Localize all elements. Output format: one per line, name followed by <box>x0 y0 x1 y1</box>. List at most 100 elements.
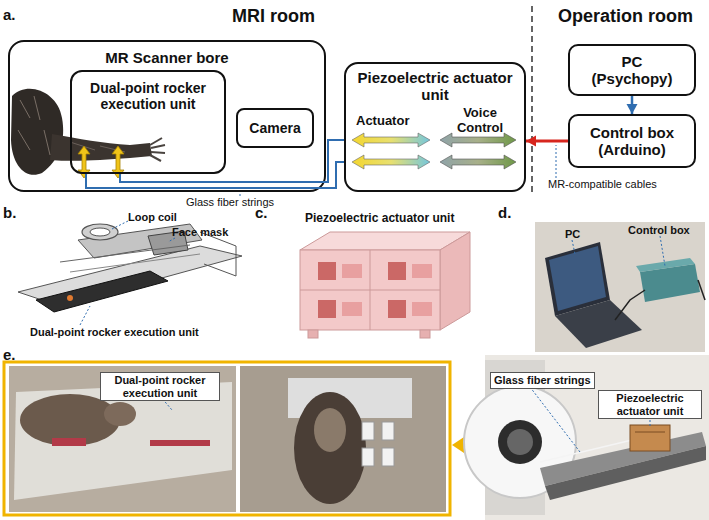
part-label: Loop coil <box>128 211 177 224</box>
rat-arm <box>20 100 30 118</box>
cad-drawing <box>82 224 118 240</box>
setup-photo <box>52 438 86 446</box>
scanner-photo <box>530 387 580 452</box>
setup-photo <box>240 366 446 512</box>
room-heading: Operation room <box>558 6 693 27</box>
node-title: Piezoelectric actuator unit <box>356 69 514 104</box>
rat-arm <box>50 134 152 161</box>
connector-line <box>86 162 344 188</box>
callout-box: Dual-point rocker execution unit <box>100 372 220 401</box>
node-title: Camera <box>238 120 312 136</box>
panel-letter: b. <box>3 204 16 221</box>
cad-drawing <box>168 238 175 242</box>
pc-photo <box>555 300 642 348</box>
rat-arm <box>150 155 161 161</box>
scanner-bore-box: MR Scanner boreDual-point rocker executi… <box>8 40 326 192</box>
cad-drawing <box>67 295 73 301</box>
node-title: Control box (Arduino) <box>582 124 682 159</box>
part-label: PC <box>565 228 580 241</box>
scanner-photo <box>635 432 665 433</box>
actuator-model <box>318 262 336 280</box>
setup-photo <box>104 402 136 426</box>
connector <box>526 136 568 147</box>
scanner-photo <box>630 425 670 451</box>
scanner-photo <box>545 446 706 500</box>
setup-photo <box>382 422 394 440</box>
setup-photo <box>9 366 236 512</box>
pc-box: PC (Psychopy) <box>568 44 696 96</box>
camera-box: Camera <box>236 108 314 148</box>
pc-photo <box>636 258 695 272</box>
pc-photo <box>549 246 606 311</box>
actuator-model <box>440 232 470 330</box>
actuator-model <box>342 264 362 278</box>
rat-arm <box>150 138 162 145</box>
rat-arm <box>18 130 30 150</box>
actuator-model <box>308 330 318 338</box>
setup-photo <box>20 394 120 446</box>
cad-drawing <box>18 221 242 325</box>
actuator-model <box>318 300 336 318</box>
panel-letter: d. <box>498 204 511 221</box>
callout-box: Piezoelectric actuator unit <box>598 390 702 419</box>
setup-photo <box>4 362 450 515</box>
rat-arm <box>11 89 63 175</box>
part-label: Control box <box>628 224 690 237</box>
connector <box>86 162 344 188</box>
actuator-model <box>300 250 440 330</box>
actuator-model <box>412 264 432 278</box>
rat-arm <box>34 96 40 120</box>
actuator-arrow <box>352 155 430 169</box>
actuator-model <box>370 250 371 330</box>
setup-photo <box>362 448 374 466</box>
scanner-photo <box>650 420 651 426</box>
pc-photo <box>660 236 665 266</box>
setup-photo <box>362 422 374 440</box>
setup-photo <box>150 440 210 446</box>
part-label: Face mask <box>172 226 228 239</box>
setup-photo <box>294 392 366 504</box>
node-title: PC (Psychopy) <box>588 53 676 88</box>
arrow-head <box>627 104 638 114</box>
connector <box>627 96 638 114</box>
pc-photo <box>615 290 645 320</box>
pc-photo <box>535 222 705 352</box>
rat-arm <box>151 145 165 148</box>
actuator-model <box>420 330 430 338</box>
actuator-model <box>388 300 406 318</box>
pc-photo <box>572 240 575 254</box>
node-text: Actuator <box>356 114 436 129</box>
voice-control-arrow <box>440 133 516 147</box>
scanner-photo <box>540 440 632 462</box>
scanner-photo <box>507 429 533 455</box>
cad-drawing <box>70 254 200 272</box>
rocker-unit-box: Dual-point rocker execution unit <box>70 70 226 174</box>
cad-drawing <box>200 232 236 276</box>
cad-drawing <box>36 271 168 312</box>
setup-photo <box>382 448 394 466</box>
leader-line <box>556 145 557 178</box>
edge-label: Glass fiber strings <box>186 196 274 209</box>
actuator-unit-box: Piezoelectric actuator unitActuator Voice… <box>344 62 526 192</box>
callout-box: Glass fiber strings <box>490 372 595 389</box>
pc-photo <box>698 280 705 300</box>
room-divider <box>531 6 533 196</box>
actuator-model <box>342 302 362 316</box>
actuator-arrow <box>352 133 430 169</box>
rat-arm <box>151 152 165 153</box>
part-label: Piezoelectric actuator unit <box>305 212 454 226</box>
actuator-arrow <box>352 133 430 147</box>
cad-drawing <box>90 228 110 236</box>
scanner-photo <box>498 420 542 464</box>
setup-photo <box>4 362 482 515</box>
cad-drawing <box>60 245 190 262</box>
panel-letter: e. <box>3 346 16 363</box>
edge-label: MR-compatible cables <box>548 178 657 191</box>
pc-photo <box>535 222 705 352</box>
node-text: Voice Control <box>440 106 520 136</box>
part-label: Dual-point rocker execution unit <box>30 326 199 339</box>
voice-control-arrow <box>440 155 516 169</box>
actuator-model <box>388 262 406 280</box>
actuator-model <box>300 232 470 338</box>
